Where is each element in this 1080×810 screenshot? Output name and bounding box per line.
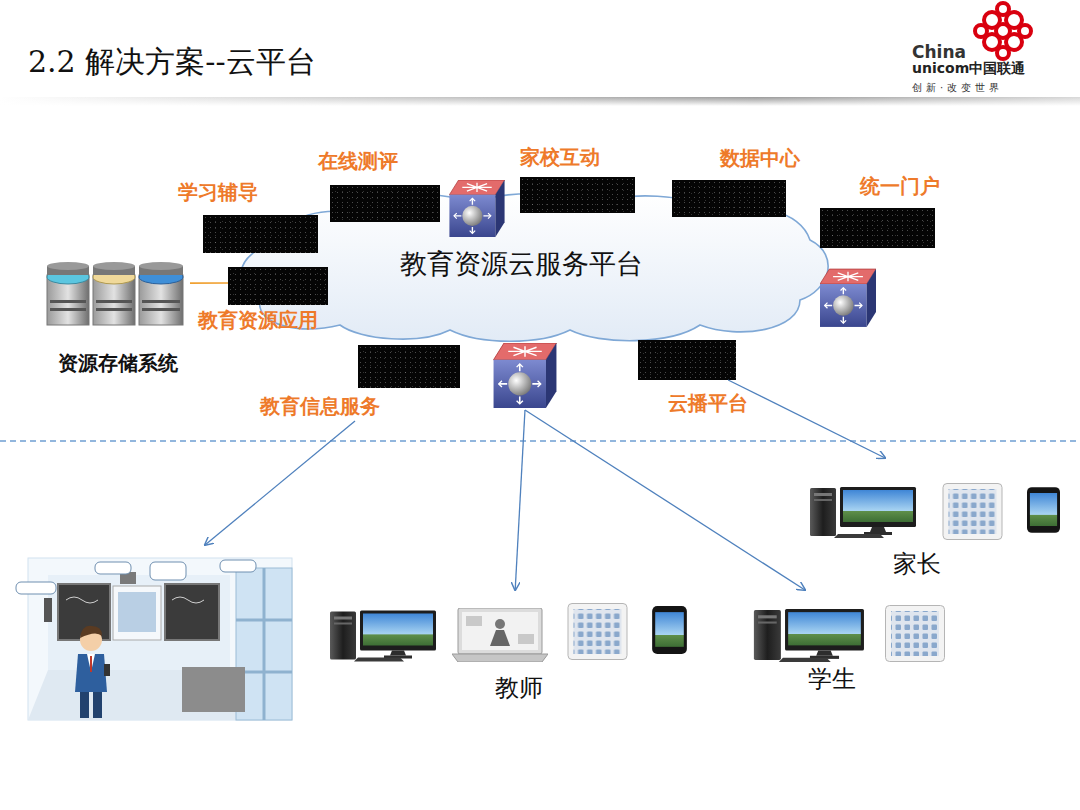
storage-servers bbox=[47, 262, 183, 325]
user-group: 教师 bbox=[325, 590, 695, 705]
node-label: 教育信息服务 bbox=[260, 393, 380, 420]
logo-text: China bbox=[912, 42, 966, 62]
teacher-devices bbox=[330, 604, 687, 663]
node-label: 教育资源云服务平台 bbox=[400, 246, 643, 282]
leader-arrow bbox=[205, 421, 355, 545]
switch-symbol bbox=[820, 269, 876, 327]
node-label: 家长 bbox=[893, 548, 941, 580]
user-group: 学生 bbox=[748, 590, 953, 695]
connector bbox=[525, 410, 805, 590]
node-label: 数据中心 bbox=[720, 145, 800, 172]
node-label: 教育资源应用 bbox=[198, 307, 318, 334]
node-label: 资源存储系统 bbox=[58, 350, 178, 377]
node-label: 统一门户 bbox=[860, 173, 940, 200]
node-label: 学习辅导 bbox=[178, 179, 258, 206]
user-group: 家长 bbox=[805, 458, 1065, 583]
classroom-illustration bbox=[16, 558, 292, 720]
connector bbox=[190, 282, 228, 284]
slide-title: 2.2 解决方案--云平台 bbox=[28, 42, 316, 83]
service-box: 教育信息服务 bbox=[358, 345, 460, 388]
cloud-platform: 教育资源云服务平台学习辅导在线测评家校互动数据中心统一门户教育资源应用教育信息服… bbox=[160, 140, 950, 410]
separator-line bbox=[0, 440, 1080, 442]
parent-devices bbox=[810, 484, 1060, 540]
switch-symbol bbox=[494, 343, 557, 408]
connector bbox=[515, 410, 525, 590]
service-box: 学习辅导 bbox=[203, 215, 318, 253]
logo-text: unicom中国联通 bbox=[912, 60, 1025, 78]
connector bbox=[728, 380, 885, 458]
student-devices bbox=[754, 606, 945, 663]
service-box: 数据中心 bbox=[672, 180, 786, 217]
node-label: 学生 bbox=[808, 663, 856, 695]
service-box: 在线测评 bbox=[330, 185, 440, 222]
service-box: 家校互动 bbox=[520, 177, 635, 213]
service-box: 教育资源应用 bbox=[228, 267, 328, 305]
logo-text: 创新·改变世界 bbox=[912, 81, 1003, 95]
storage-system: 资源存储系统 bbox=[45, 262, 190, 328]
service-box: 云播平台 bbox=[638, 340, 736, 380]
logo-symbol bbox=[975, 3, 1031, 59]
node-label: 教师 bbox=[495, 672, 543, 704]
service-box: 统一门户 bbox=[820, 208, 935, 248]
switch-symbol bbox=[449, 180, 504, 237]
header-rule bbox=[0, 97, 1080, 106]
node-label: 家校互动 bbox=[520, 144, 600, 171]
node-label: 云播平台 bbox=[668, 390, 748, 417]
node-label: 在线测评 bbox=[318, 148, 398, 175]
